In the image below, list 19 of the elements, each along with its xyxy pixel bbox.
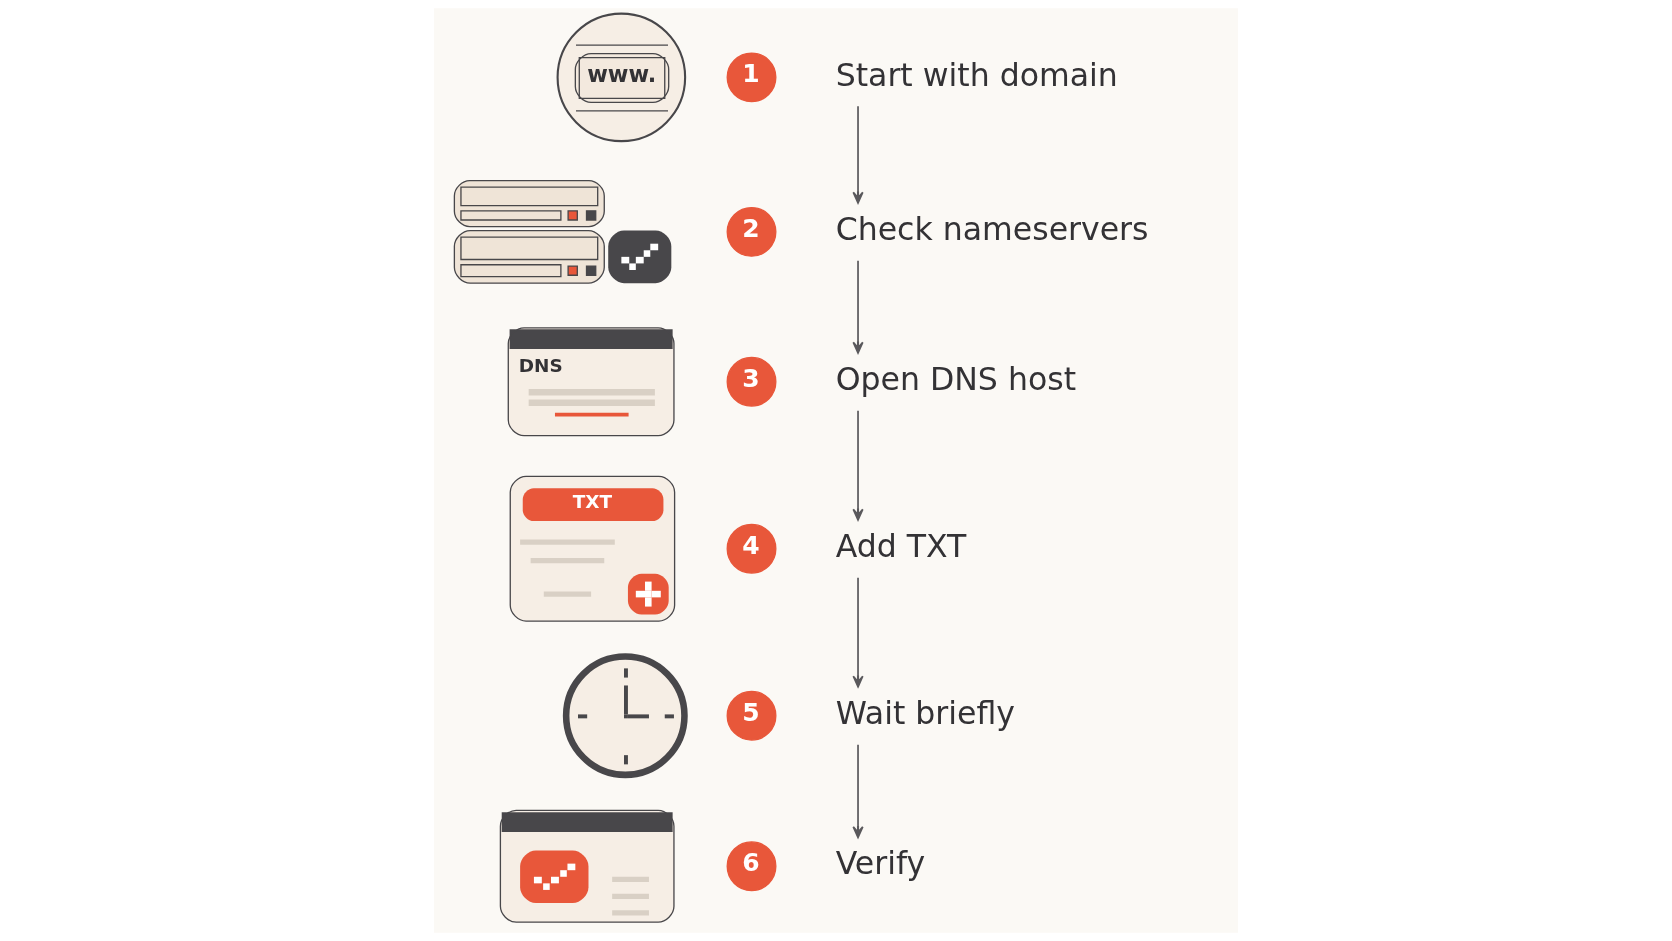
node-text: Wait briefly [835,694,1016,731]
node-circle: 2 [726,206,777,257]
node-text: Add TXT [835,527,967,564]
arrow [852,409,864,521]
node-circle: 6 [726,841,777,892]
node-text: Open DNS host [835,360,1077,397]
node-circle: www. [556,12,687,143]
node-text: Start with domain [835,56,1118,93]
node-circle: 1 [726,52,777,103]
node-circle: 4 [726,523,777,574]
node-circle: 3 [726,356,777,407]
node-text: Check nameservers [835,211,1149,248]
node-circle: 5 [726,690,777,741]
arrow [852,576,864,688]
arrow [852,105,864,204]
node-picture [562,653,688,779]
arrow [852,259,864,354]
node-text: Verify [835,845,926,882]
arrow [852,743,864,839]
